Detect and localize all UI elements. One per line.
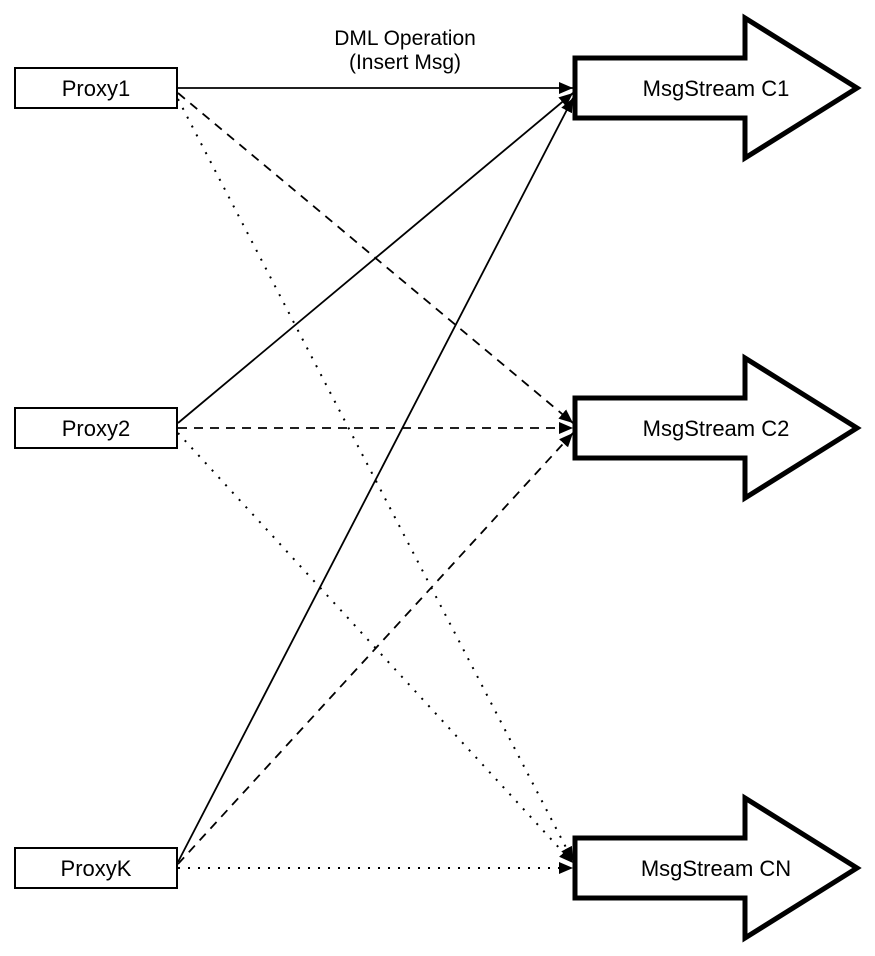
msgstream-cn-label: MsgStream CN [641, 856, 791, 881]
diagram-title-line2: (Insert Msg) [349, 51, 461, 74]
proxy1-box [14, 67, 178, 109]
node-msgstream-cn: MsgStream CN [572, 793, 862, 943]
connection-proxy2-msgstream-c1 [177, 92, 574, 424]
node-msgstream-c1: MsgStream C1 [572, 13, 862, 163]
node-proxyk: ProxyK [14, 847, 178, 889]
node-proxy1: Proxy1 [14, 67, 178, 109]
proxyk-box [14, 847, 178, 889]
msgstream-c1-label: MsgStream C1 [643, 76, 790, 101]
connection-proxyk-msgstream-c2 [177, 432, 574, 865]
node-msgstream-c2: MsgStream C2 [572, 353, 862, 503]
proxy1-label: Proxy1 [62, 76, 130, 101]
proxyk-label: ProxyK [61, 856, 132, 881]
diagram-title-line1: DML Operation [334, 27, 476, 50]
msgstream-cn-arrow-shape [572, 793, 862, 943]
node-proxy2: Proxy2 [14, 407, 178, 449]
proxy2-label: Proxy2 [62, 416, 130, 441]
proxy2-box [14, 407, 178, 449]
msgstream-c2-label: MsgStream C2 [643, 416, 790, 441]
msgstream-c2-arrow-shape [572, 353, 862, 503]
connection-proxyk-msgstream-c1 [177, 97, 574, 863]
connections [177, 82, 574, 874]
msgstream-c1-arrow-shape [572, 13, 862, 163]
diagram-title: DML Operation (Insert Msg) [334, 27, 476, 74]
